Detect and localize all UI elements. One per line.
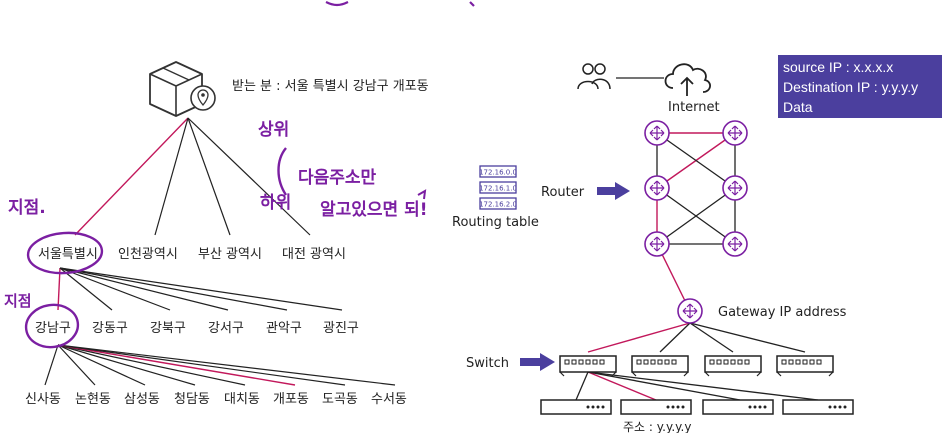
neighborhood-label: 청담동	[174, 392, 210, 407]
cloud-upload-icon	[664, 63, 711, 96]
address-label: 주소 : y.y.y.y	[623, 420, 691, 433]
router-icon	[644, 120, 670, 146]
internet-label: Internet	[668, 100, 720, 115]
arrow-right-icon	[520, 353, 555, 371]
district-label: 관악구	[266, 321, 302, 336]
neighborhood-label: 대치동	[224, 392, 260, 407]
routing-entry: 172.16.0.0	[479, 169, 517, 177]
note-next-address: 다음주소만	[298, 168, 377, 188]
router-icon	[644, 175, 670, 201]
neighborhood-label: 수서동	[371, 392, 407, 407]
neighborhood-label: 개포동	[273, 392, 309, 407]
switch-label: Switch	[466, 356, 509, 371]
arrow-right-icon	[597, 182, 630, 200]
switch-icon	[631, 355, 689, 377]
city-label: 부산 광역시	[198, 247, 262, 262]
location-pin-icon	[190, 85, 216, 111]
host-icon	[620, 399, 692, 415]
neighborhood-label: 도곡동	[322, 392, 358, 407]
neighborhood-label: 논현동	[75, 392, 111, 407]
switch-icon	[704, 355, 762, 377]
neighborhood-label: 신사동	[25, 392, 61, 407]
users-icon	[577, 63, 611, 90]
packet-info-line: source IP : x.x.x.x	[783, 59, 894, 75]
note-know-then-ok: 알고있으면 되!	[320, 200, 428, 220]
note-upper: 상위	[258, 120, 289, 140]
district-label: 광진구	[323, 321, 359, 336]
router-label: Router	[541, 185, 585, 200]
host-icon	[540, 399, 612, 415]
packet-info-line: Data	[783, 99, 813, 115]
routing-table-icon: 172.16.0.0 172.16.1.0 172.16.2.0	[479, 165, 517, 210]
district-label: 강동구	[92, 321, 128, 336]
router-icon	[722, 120, 748, 146]
packet-info-line: Destination IP : y.y.y.y	[783, 79, 919, 95]
router-icon	[644, 231, 670, 257]
router-links	[656, 132, 736, 312]
host-icon	[782, 399, 854, 415]
district-label: 강서구	[208, 321, 244, 336]
city-label: 대전 광역시	[282, 247, 346, 262]
routing-entry: 172.16.2.0	[479, 201, 517, 209]
host-icon	[702, 399, 774, 415]
routing-entry: 172.16.1.0	[479, 185, 517, 193]
switch-links	[575, 371, 819, 401]
recipient-label: 받는 분 : 서울 특별시 강남구 개포동	[232, 79, 429, 94]
packet-info-box: source IP : x.x.x.x Destination IP : y.y…	[778, 55, 942, 118]
gateway-label: Gateway IP address	[718, 305, 847, 320]
district-label: 강남구	[35, 321, 71, 336]
router-icon	[677, 298, 703, 324]
gateway-links	[587, 322, 806, 353]
router-icon	[722, 175, 748, 201]
note-branch: 지점.	[8, 198, 46, 218]
city-label: 인천광역시	[118, 247, 178, 262]
tree-lines	[44, 117, 396, 386]
neighborhood-label: 삼성동	[124, 392, 160, 407]
router-icon	[722, 231, 748, 257]
routing-table-label: Routing table	[452, 215, 539, 230]
switch-icon	[776, 355, 834, 377]
handwriting	[24, 1, 475, 349]
city-label: 서울특별시	[38, 247, 98, 262]
note-branch: 지점	[4, 292, 32, 310]
district-label: 강북구	[150, 321, 186, 336]
note-lower: 하위	[260, 193, 291, 213]
